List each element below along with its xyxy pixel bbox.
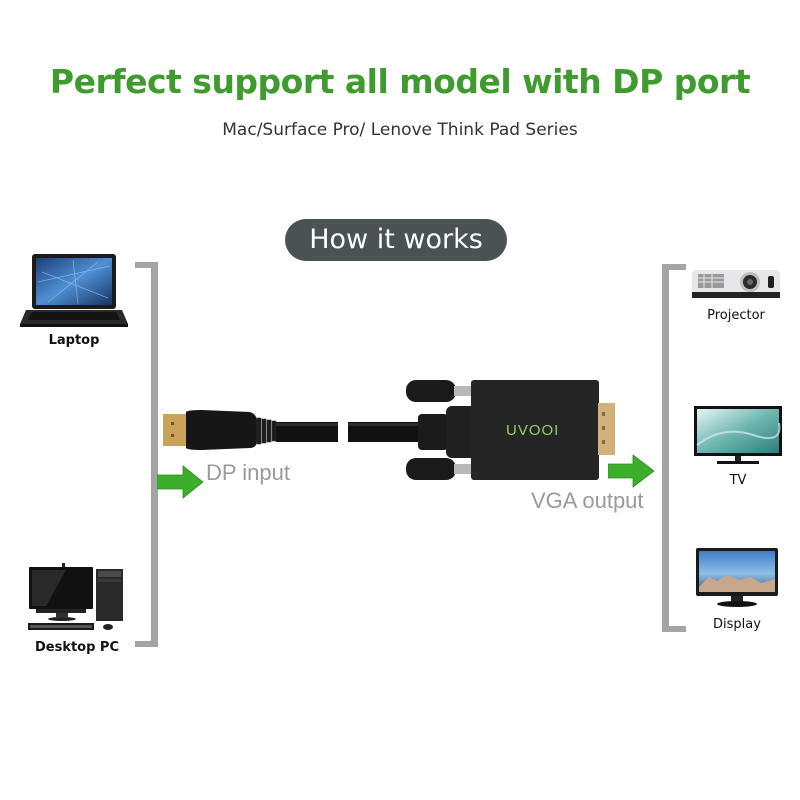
vga-adapter-icon xyxy=(348,380,615,480)
dp-input-arrow xyxy=(156,465,205,499)
dp-input-label: DP input xyxy=(206,460,290,485)
vga-output-arrow xyxy=(607,454,656,488)
headline: Perfect support all model with DP port xyxy=(49,62,751,101)
vga-output-label: VGA output xyxy=(531,488,644,513)
laptop-label: Laptop xyxy=(48,333,100,348)
desktop-pc-label: Desktop PC xyxy=(34,640,120,655)
dp-connector xyxy=(162,408,352,452)
display-icon xyxy=(696,548,778,607)
arrow-right-icon xyxy=(156,465,204,499)
left-bracket-bottom xyxy=(135,641,158,647)
desktop-pc-icon xyxy=(28,563,123,630)
projector-label: Projector xyxy=(707,308,765,323)
displayport-plug-icon xyxy=(163,410,352,450)
display-label: Display xyxy=(713,617,761,632)
left-bracket-vertical xyxy=(151,262,158,647)
projector-icon xyxy=(692,270,780,298)
right-bracket-bottom xyxy=(662,626,686,632)
laptop-icon xyxy=(20,254,128,327)
arrow-right-icon xyxy=(607,454,655,488)
tv-label: TV xyxy=(729,473,747,488)
right-bracket-top xyxy=(662,264,686,270)
left-bracket-top xyxy=(135,262,158,268)
how-it-works-badge: How it works xyxy=(285,219,507,261)
vga-adapter xyxy=(348,374,618,484)
display-device xyxy=(695,547,779,609)
right-bracket-vertical xyxy=(662,264,669,632)
tv-device xyxy=(693,405,783,467)
tv-icon xyxy=(694,406,782,464)
laptop-device xyxy=(18,252,130,328)
projector-device xyxy=(690,266,782,302)
desktop-pc-device xyxy=(26,563,128,635)
subheadline: Mac/Surface Pro/ Lenove Think Pad Series xyxy=(222,120,578,140)
brand-logo: UVOOI xyxy=(506,422,560,439)
